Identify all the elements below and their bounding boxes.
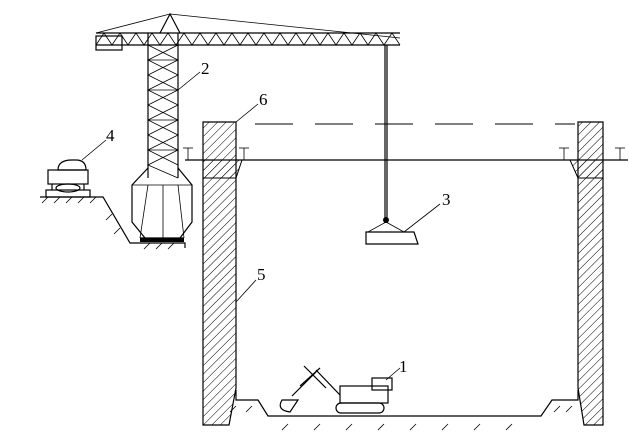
leader-lines xyxy=(81,71,441,381)
label-ground-vehicle: 4 xyxy=(106,126,115,145)
tower-crane xyxy=(95,12,401,242)
label-diaphragm-wall: 5 xyxy=(257,265,266,284)
ground-vehicle xyxy=(45,159,91,198)
label-excavator: 1 xyxy=(399,357,408,376)
label-capping-beam: 6 xyxy=(259,90,268,109)
label-grab-bucket: 3 xyxy=(442,190,451,209)
ground-surface-line xyxy=(183,147,628,161)
right-diaphragm-wall xyxy=(569,121,604,426)
grab-bucket xyxy=(365,221,419,245)
left-diaphragm-wall xyxy=(202,121,243,426)
label-tower-crane: 2 xyxy=(201,59,210,78)
excavator xyxy=(279,365,393,414)
pit-bottom xyxy=(229,390,579,431)
